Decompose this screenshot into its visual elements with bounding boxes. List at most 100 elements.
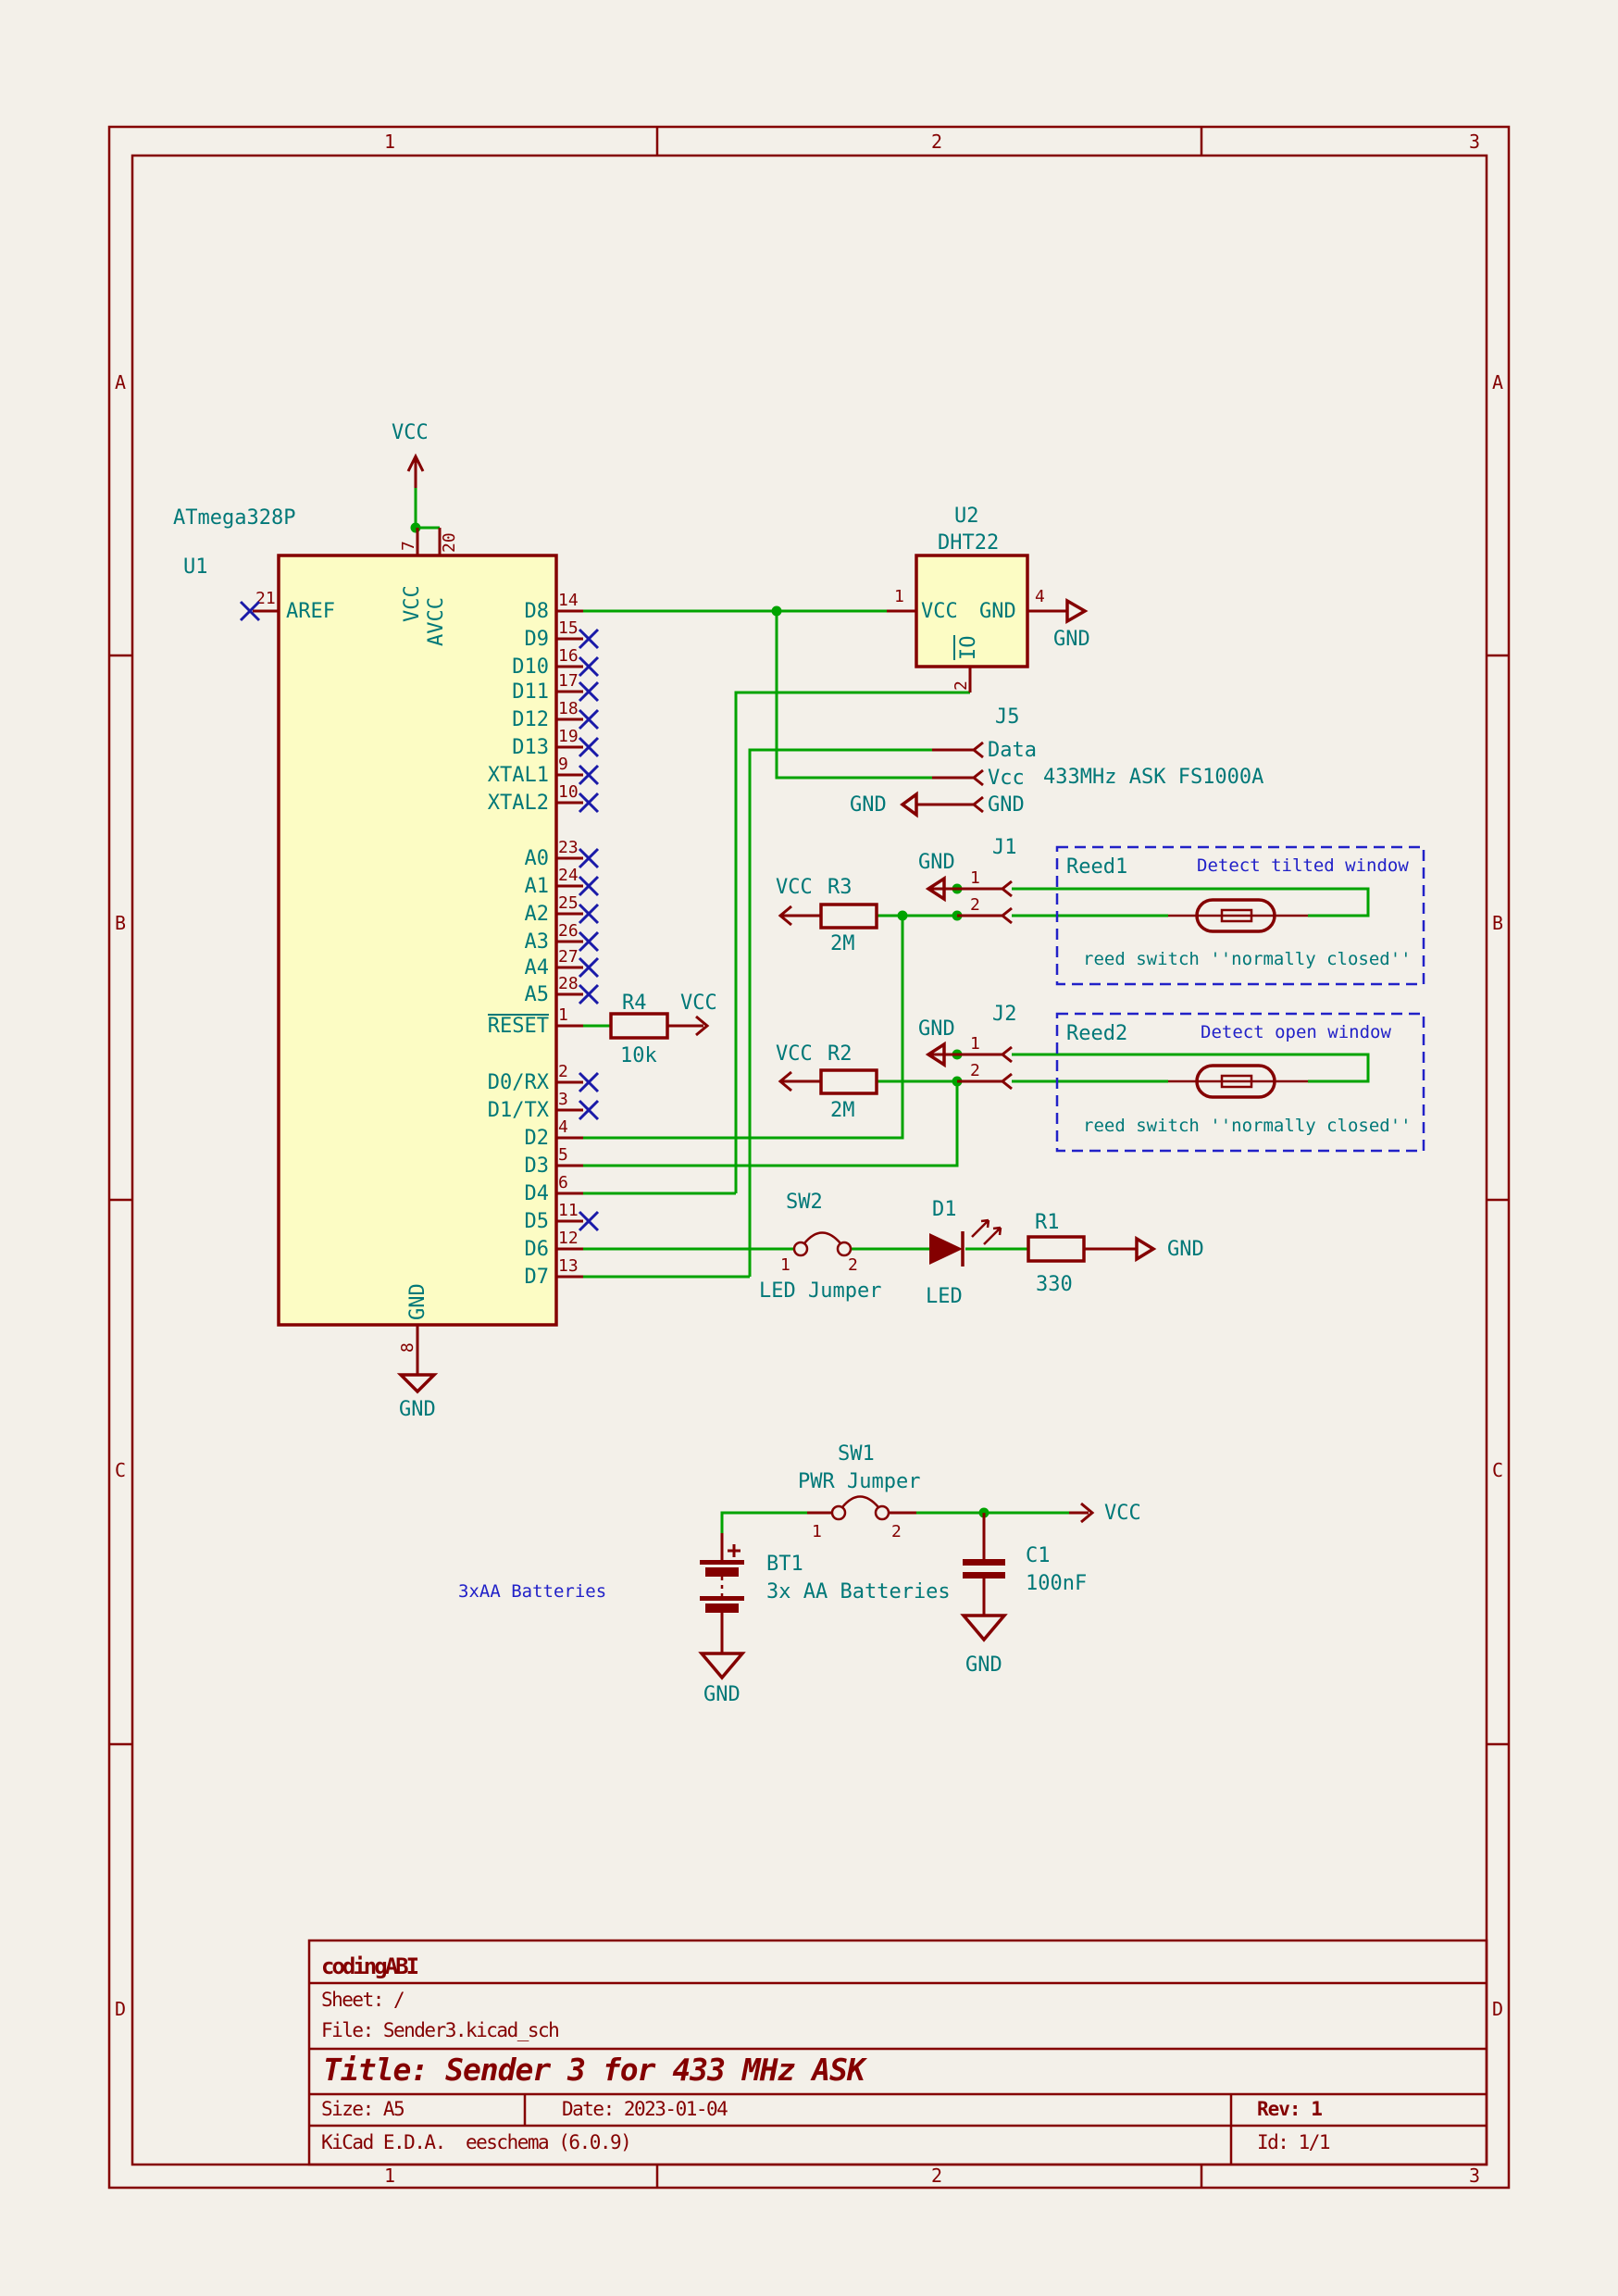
wire-reed1-loop[interactable] — [1012, 887, 1370, 917]
r2-resistor[interactable]: VCC R2 2M — [776, 1042, 878, 1122]
u1-pin-name: D4 — [525, 1182, 550, 1205]
no-connect-icon — [239, 600, 261, 622]
u1-pin-number: 14 — [558, 591, 579, 610]
no-connect-icon — [578, 956, 600, 979]
u1-pin-name: D7 — [525, 1266, 550, 1289]
j5-radio-connector[interactable]: J5 Data Vcc GND 433MHz ASK FS1000A GND — [850, 705, 1263, 818]
r4-body[interactable] — [609, 1012, 669, 1040]
no-connect-icon — [578, 655, 600, 678]
frame-row-label: C — [115, 1459, 126, 1481]
sw1-pwr-jumper[interactable]: SW1 PWR Jumper 1 2 VCC — [798, 1442, 1141, 1541]
u1-pin-name: AREF — [286, 600, 335, 623]
r3-value-label: 2M — [830, 932, 855, 955]
gnd-net-label: GND — [918, 1017, 955, 1041]
r4-ref-label: R4 — [622, 992, 647, 1015]
sw2-value-label: LED Jumper — [759, 1279, 881, 1303]
u2-dht22-symbol[interactable]: U2 DHT22 1 4 VCC GND IO 2 GND — [887, 505, 1090, 693]
u1-mcu-symbol[interactable]: ATmega328P U1 21 AREF 7 20 VCC AVCC 8 GN… — [173, 506, 583, 1375]
sw1-arc — [841, 1495, 879, 1508]
tool-label: KiCad E.D.A. eeschema (6.0.9) — [321, 2131, 630, 2153]
sw1-pin-number: 2 — [891, 1522, 902, 1541]
r1-resistor[interactable]: R1 330 GND — [1027, 1211, 1204, 1296]
file-label: File: Sender3.kicad_sch — [321, 2019, 558, 2041]
u1-pin-name: A0 — [525, 847, 550, 870]
u1-pin-number: 25 — [558, 893, 579, 913]
u1-pin-name: RESET — [488, 1015, 549, 1038]
r1-body[interactable] — [1027, 1235, 1086, 1263]
u1-pin-name: A2 — [525, 903, 550, 926]
vcc-net-label: VCC — [776, 876, 813, 899]
j1-connector[interactable]: J1 1 2 GND — [918, 836, 1017, 925]
c1-capacitor[interactable]: C1 100nF GND — [960, 1513, 1087, 1677]
bt1-plate — [700, 1596, 744, 1601]
c1-ref-label: C1 — [1026, 1544, 1051, 1567]
wire-d8-radio-vcc[interactable] — [775, 611, 932, 780]
r2-value-label: 2M — [830, 1099, 855, 1122]
u1-pin-name: XTAL2 — [488, 792, 549, 815]
u2-pin-number: 1 — [894, 587, 904, 606]
reed2-name-label: Reed2 — [1066, 1022, 1127, 1045]
sw1-contact — [830, 1504, 847, 1521]
reed1-caption: Detect tilted window — [1197, 855, 1409, 876]
no-connect-icon — [578, 764, 600, 786]
wire-vcc-top[interactable] — [414, 488, 440, 530]
u1-pin-name: AVCC — [425, 597, 448, 646]
u1-pin-number: 21 — [255, 589, 276, 608]
j2-connector[interactable]: J2 1 2 GND — [918, 1003, 1017, 1091]
wire-reed2-loop[interactable] — [1012, 1053, 1370, 1083]
j1-pins[interactable] — [930, 880, 1013, 925]
u1-pin-name: D3 — [525, 1154, 550, 1178]
frame-row-label: D — [115, 1998, 126, 2020]
gnd-triangle-icon — [698, 1652, 746, 1680]
vcc-arrow-icon — [778, 905, 821, 927]
u1-pin-number: 10 — [558, 782, 579, 802]
u1-gnd-symbol[interactable]: GND — [396, 1373, 439, 1421]
wires[interactable] — [414, 488, 1370, 1533]
u1-pin-name: D11 — [512, 680, 549, 704]
sw2-pin-number: 1 — [780, 1255, 790, 1275]
company-name: codingABI — [321, 1953, 418, 1979]
c1-value-label: 100nF — [1026, 1572, 1087, 1595]
r3-body[interactable] — [819, 903, 878, 930]
j2-pin-number: 2 — [970, 1061, 980, 1080]
u1-pin-number: 19 — [558, 727, 579, 746]
wire-reed2-d3[interactable] — [583, 1079, 959, 1167]
sw2-led-jumper[interactable]: SW2 1 2 LED Jumper — [759, 1191, 881, 1303]
u1-pin-stubs[interactable] — [253, 528, 583, 1375]
no-connect-icon — [578, 930, 600, 953]
bt1-value-label: 3x AA Batteries — [766, 1580, 951, 1603]
j5-pins[interactable] — [916, 741, 984, 814]
vcc-power-symbol[interactable]: VCC — [392, 421, 429, 488]
j2-pins[interactable] — [930, 1045, 1013, 1091]
reed1-box[interactable]: Reed1 Detect tilted window reed switch '… — [1055, 845, 1425, 986]
u1-pin-name: A4 — [525, 956, 550, 980]
gnd-net-label: GND — [399, 1398, 436, 1421]
bt1-battery[interactable]: BT1 3x AA Batteries 3xAA Batteries GND — [458, 1533, 951, 1706]
vcc-arrow-icon — [406, 453, 425, 488]
wire-radio-data-d7[interactable] — [583, 748, 932, 1279]
reed2-box[interactable]: Reed2 Detect open window reed switch ''n… — [1055, 1012, 1425, 1153]
wire-dht-io-d4[interactable] — [583, 691, 970, 1195]
no-connect-icon — [578, 736, 600, 758]
u1-pin-number: 16 — [558, 646, 579, 666]
d1-led[interactable]: D1 LED — [926, 1198, 1002, 1308]
d1-ref-label: D1 — [932, 1198, 957, 1221]
r4-resistor[interactable]: R4 VCC 10k — [609, 992, 717, 1067]
r3-resistor[interactable]: VCC R3 2M — [776, 876, 878, 955]
rev-label: Rev: 1 — [1257, 2098, 1322, 2120]
frame-row-label: D — [1492, 1998, 1503, 2020]
u2-pin-name: VCC — [921, 600, 958, 623]
junction-dot — [897, 910, 908, 921]
u1-pin-name: A3 — [525, 930, 550, 954]
u1-pin-name: A1 — [525, 875, 550, 898]
u2-pin-stubs[interactable] — [887, 609, 1067, 693]
wire-reed1-d2[interactable] — [583, 914, 957, 1140]
wire-power-net[interactable] — [720, 1511, 1069, 1533]
u1-pin-number: 15 — [558, 618, 579, 638]
title-block-lines — [309, 1981, 1487, 2165]
gnd-net-label: GND — [703, 1683, 741, 1706]
bt1-plus-icon — [728, 1544, 741, 1557]
gnd-net-label: GND — [965, 1653, 1002, 1677]
r2-body[interactable] — [819, 1068, 878, 1095]
j2-pin-number: 1 — [970, 1034, 980, 1054]
